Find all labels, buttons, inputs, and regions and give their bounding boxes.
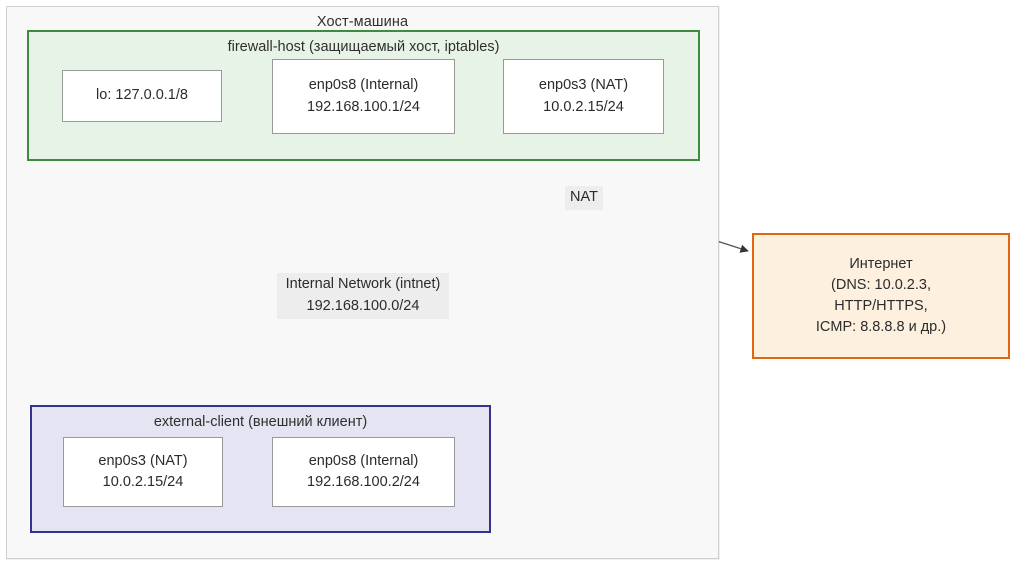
nic-client-enp0s8-address: 192.168.100.2/24	[307, 474, 420, 490]
internet-line-1: Интернет	[849, 255, 913, 272]
nic-firewall-enp0s3-name: enp0s3 (NAT)	[538, 77, 629, 94]
nic-firewall-enp0s3[interactable]: enp0s3 (NAT) 10.0.2.15/24	[503, 59, 664, 134]
external-client-title: external-client (внешний клиент)	[153, 414, 368, 430]
nic-loopback[interactable]: lo: 127.0.0.1/8	[62, 70, 222, 122]
nic-firewall-enp0s3-address: 10.0.2.15/24	[543, 98, 624, 115]
nic-firewall-enp0s8[interactable]: enp0s8 (Internal) 192.168.100.1/24	[272, 59, 455, 134]
nic-client-enp0s3[interactable]: enp0s3 (NAT) 10.0.2.15/24	[63, 437, 223, 507]
internet-line-2: (DNS: 10.0.2.3,	[831, 276, 931, 293]
internet-line-3: HTTP/HTTPS,	[834, 298, 928, 314]
edge-label-nat-text: NAT	[570, 189, 598, 205]
nic-firewall-enp0s8-address: 192.168.100.1/24	[307, 98, 420, 115]
edge-label-internal-network-line-2: 192.168.100.0/24	[306, 297, 420, 314]
nic-firewall-enp0s8-name: enp0s8 (Internal)	[308, 77, 419, 94]
internet-node[interactable]: Интернет (DNS: 10.0.2.3, HTTP/HTTPS, ICM…	[752, 233, 1010, 359]
edge-label-internal-network-line-1: Internal Network (intnet)	[285, 276, 441, 292]
nic-client-enp0s3-address: 10.0.2.15/24	[102, 474, 184, 490]
nic-client-enp0s8[interactable]: enp0s8 (Internal) 192.168.100.2/24	[272, 437, 455, 507]
edge-label-nat: NAT	[565, 186, 603, 210]
host-machine-title: Хост-машина	[316, 14, 409, 30]
nic-client-enp0s3-name: enp0s3 (NAT)	[98, 452, 188, 469]
firewall-host-title: firewall-host (защищаемый хост, iptables…	[227, 39, 500, 55]
nic-loopback-name: lo: 127.0.0.1/8	[96, 87, 188, 104]
internet-line-4: ICMP: 8.8.8.8 и др.)	[815, 319, 947, 336]
nic-client-enp0s8-name: enp0s8 (Internal)	[308, 452, 419, 469]
edge-label-internal-network: Internal Network (intnet) 192.168.100.0/…	[277, 273, 449, 319]
